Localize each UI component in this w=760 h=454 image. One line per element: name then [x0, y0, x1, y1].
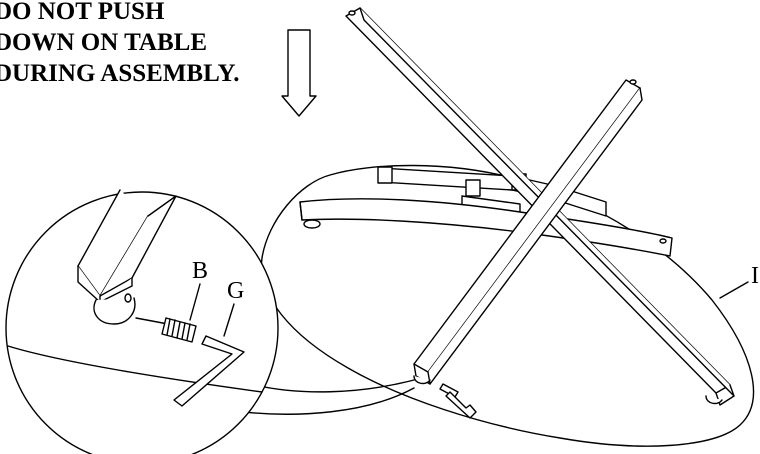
- detail-bolt-b: [135, 317, 197, 343]
- down-arrow-icon: [281, 29, 317, 117]
- warning-line-3: DURING ASSEMBLY.: [0, 60, 240, 87]
- callout-b: B: [192, 258, 208, 284]
- warning-text: DO NOT PUSH DOWN ON TABLE DURING ASSEMBL…: [0, 0, 239, 89]
- detail-allen-key-g: [173, 335, 245, 407]
- bolt-and-key-small: [439, 383, 477, 419]
- callout-table: I: [751, 263, 759, 289]
- detail-circle: [5, 191, 279, 454]
- apron-rail: [299, 198, 673, 257]
- leader-g: [223, 303, 235, 337]
- detail-leg: [77, 189, 177, 325]
- leader-b: [189, 283, 201, 321]
- warning-line-1: DO NOT PUSH: [0, 0, 165, 25]
- zoom-lead-line: [249, 379, 415, 393]
- table-leg-2: [413, 79, 643, 385]
- leader-table: [719, 281, 749, 299]
- zoom-lead-line-2: [225, 387, 415, 415]
- callout-g: G: [227, 278, 244, 304]
- warning-line-2: DOWN ON TABLE: [0, 29, 208, 56]
- detail-table-edge: [7, 345, 263, 393]
